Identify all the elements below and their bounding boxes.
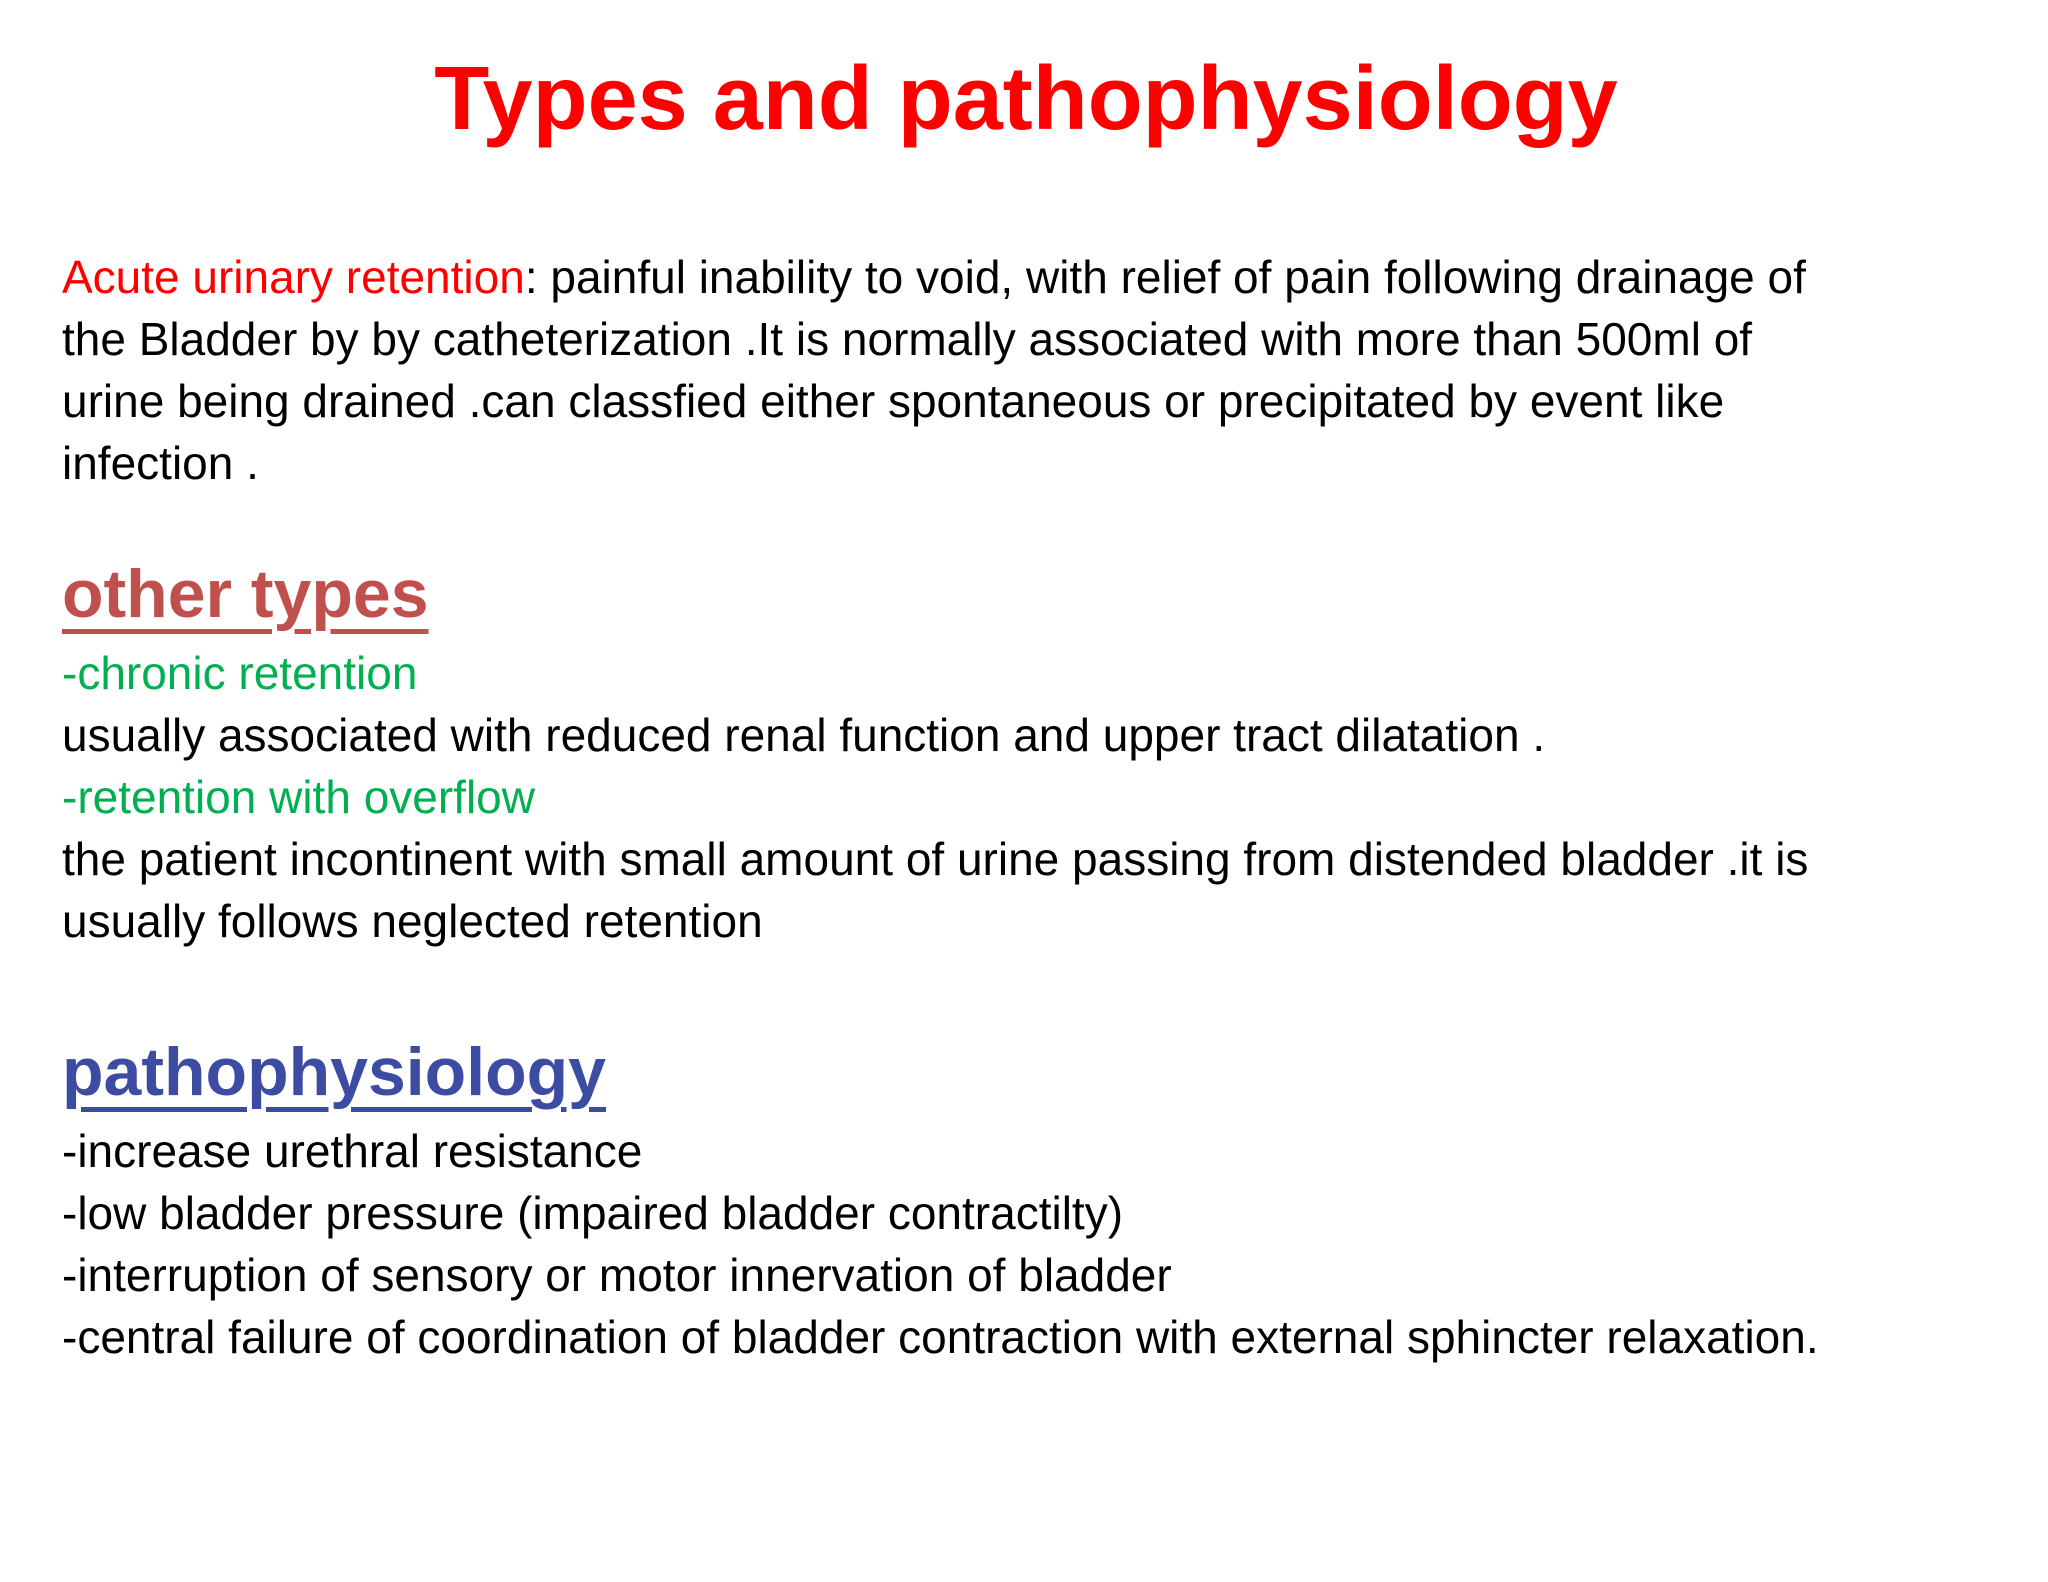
intro-line-4: infection . xyxy=(62,437,259,489)
other-types-list: -chronic retention usually associated wi… xyxy=(62,642,1990,952)
intro-line-2: the Bladder by by catheterization .It is… xyxy=(62,313,1753,365)
slide: Types and pathophysiology Acute urinary … xyxy=(0,46,2048,1582)
pathophysiology-item-low-bladder-pressure: -low bladder pressure (impaired bladder … xyxy=(62,1187,1124,1239)
other-types-item-chronic-description: usually associated with reduced renal fu… xyxy=(62,709,1546,761)
intro-line-3: urine being drained .can classfied eithe… xyxy=(62,375,1725,427)
pathophysiology-item-central-failure: -central failure of coordination of blad… xyxy=(62,1311,1819,1363)
slide-title: Types and pathophysiology xyxy=(434,49,1618,149)
pathophysiology-item-interruption-innervation: -interruption of sensory or motor innerv… xyxy=(62,1249,1172,1301)
intro-paragraph: Acute urinary retention: painful inabili… xyxy=(62,246,1990,494)
other-types-item-chronic-retention: -chronic retention xyxy=(62,647,418,699)
pathophysiology-heading: pathophysiology xyxy=(62,1034,606,1110)
pathophysiology-list: -increase urethral resistance -low bladd… xyxy=(62,1120,1990,1368)
pathophysiology-item-urethral-resistance: -increase urethral resistance xyxy=(62,1125,643,1177)
other-types-item-overflow-description-line-1: the patient incontinent with small amoun… xyxy=(62,833,1809,885)
intro-lead-red-text: Acute urinary retention xyxy=(62,251,525,303)
intro-lead-rest: : painful inability to void, with relief… xyxy=(524,251,1806,303)
intro-line-1: Acute urinary retention: painful inabili… xyxy=(62,246,1990,308)
other-types-item-retention-with-overflow: -retention with overflow xyxy=(62,771,535,823)
other-types-item-overflow-description-line-2: usually follows neglected retention xyxy=(62,895,763,947)
other-types-heading: other types xyxy=(62,556,429,632)
